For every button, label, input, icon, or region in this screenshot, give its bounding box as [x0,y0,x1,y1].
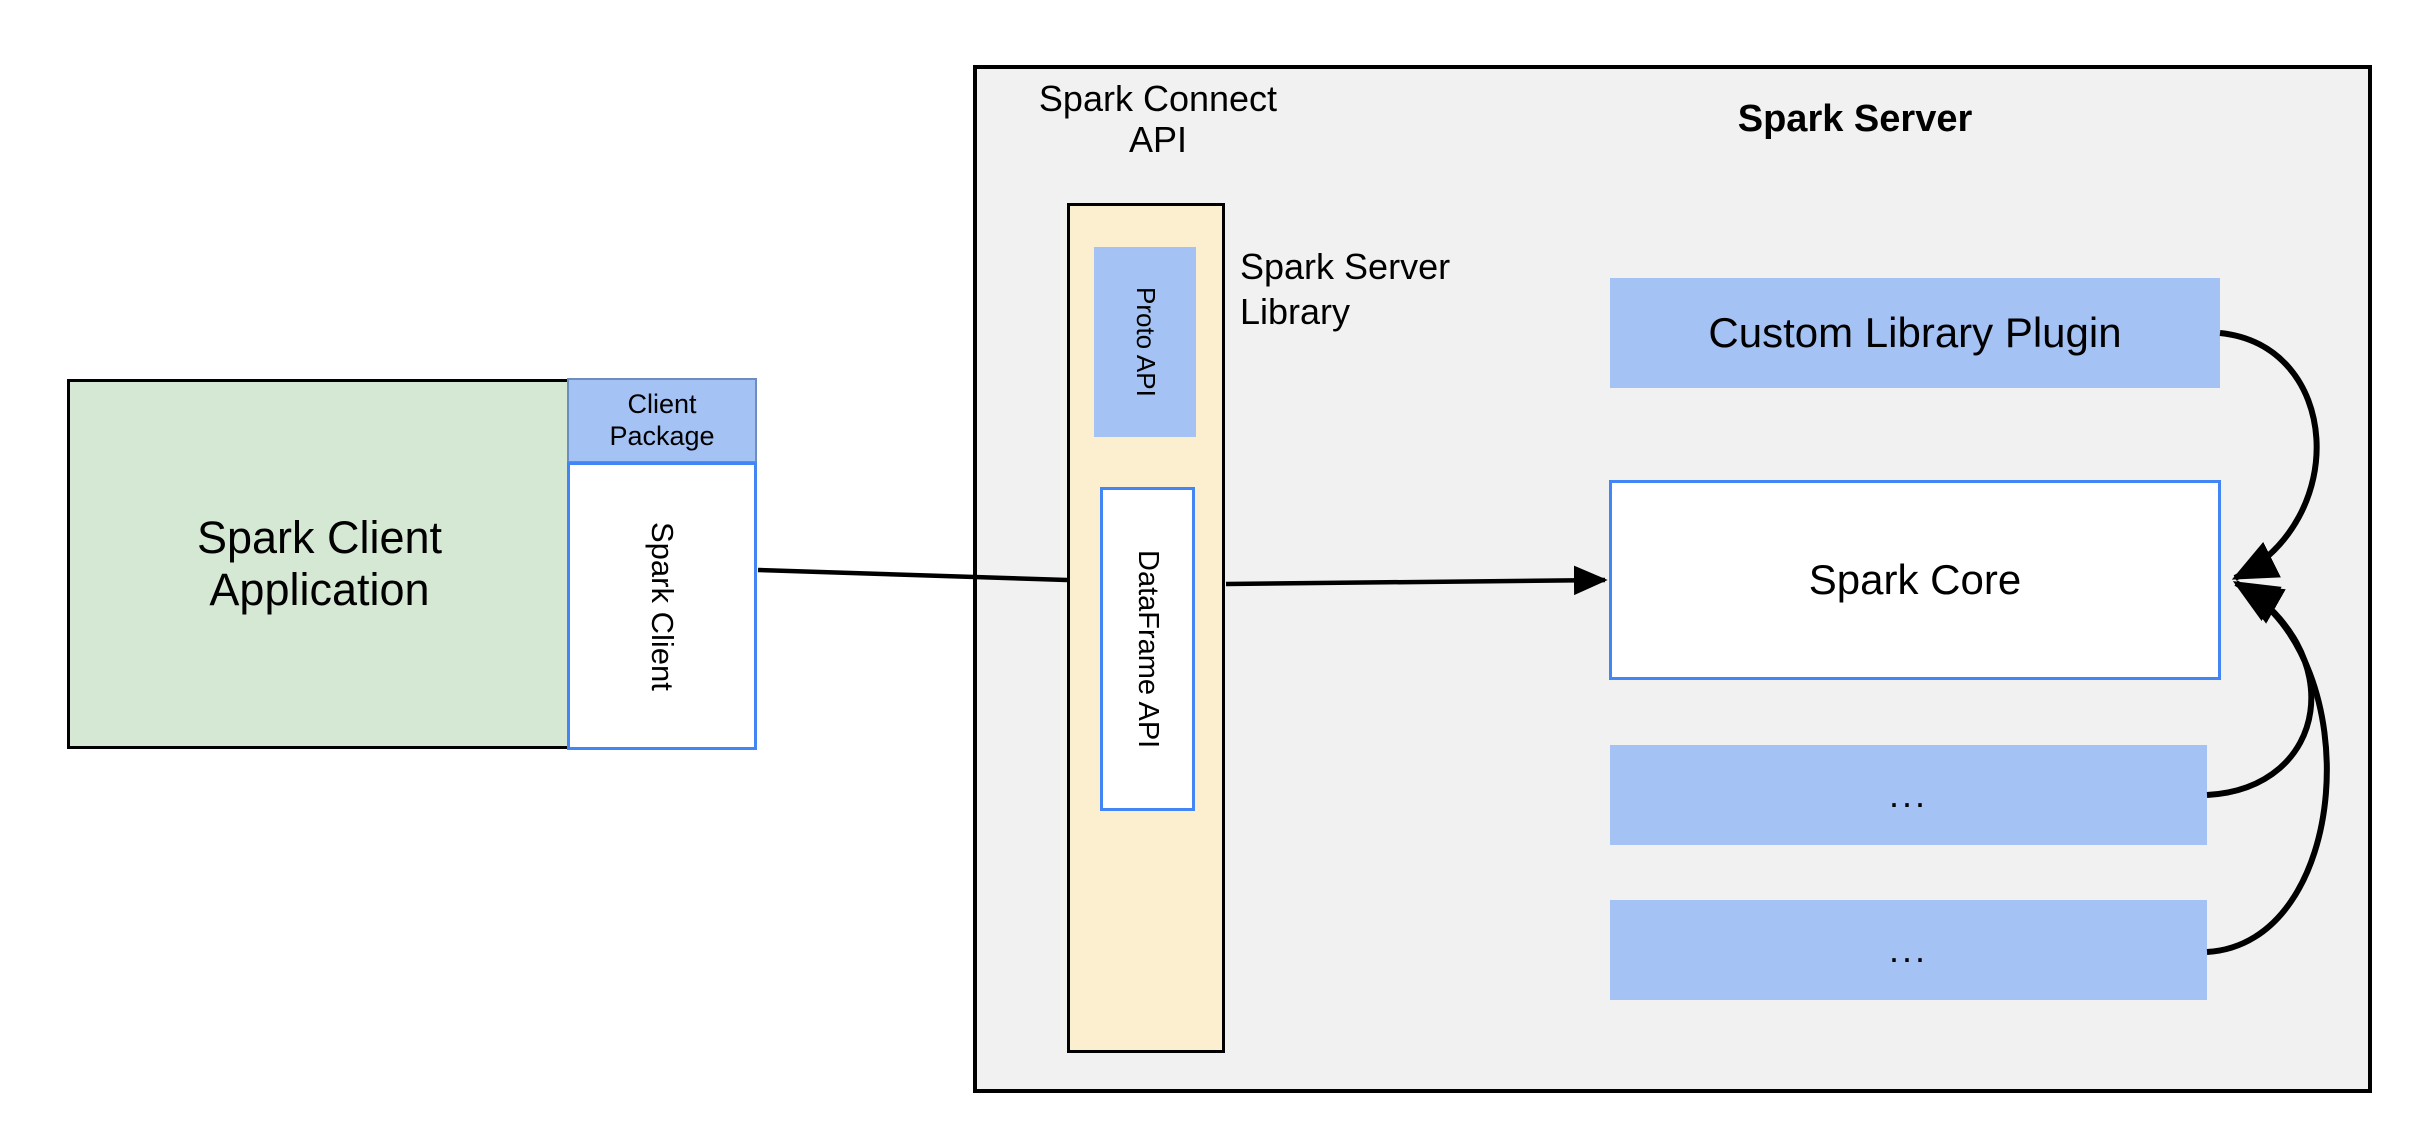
client-package-label: Client Package [609,389,714,451]
client-package-line-2: Package [609,420,715,451]
placeholder-label-2: ... [1888,929,1928,971]
spark-core-label: Spark Core [1808,555,2022,603]
spark-client-application-label: Spark Client Application [197,512,442,616]
server-library-label-text: Spark Server Library [1240,244,1450,334]
client-app-line-2: Application [209,564,430,615]
spark-client-box[interactable]: Spark Client [567,462,757,750]
proto-api-box[interactable]: Proto API [1094,247,1196,437]
client-package-box[interactable]: Client Package [567,378,757,463]
spark-server-library-label: Spark Server Library [1240,244,1530,334]
spark-connect-api-label: Spark Connect API [1008,64,1308,160]
custom-library-plugin-label: Custom Library Plugin [1708,308,2122,356]
spark-client-application-box[interactable]: Spark Client Application [67,379,572,749]
spark-server-title: Spark Server [1690,97,2020,143]
connect-api-line-1: Spark Connect [1038,78,1278,119]
spark-core-box[interactable]: Spark Core [1609,480,2221,680]
spark-client-label: Spark Client [644,521,680,691]
server-library-line-2: Library [1240,291,1351,332]
custom-library-plugin-box[interactable]: Custom Library Plugin [1610,278,2220,388]
proto-api-label: Proto API [1130,287,1161,397]
connect-api-line-2: API [1128,119,1187,161]
spark-server-title-text: Spark Server [1737,98,1973,141]
server-library-line-1: Spark Server [1240,246,1451,287]
placeholder-component-box-1[interactable]: ... [1610,745,2207,845]
client-app-line-1: Spark Client [196,512,443,564]
client-package-line-1: Client [627,389,697,420]
placeholder-component-box-2[interactable]: ... [1610,900,2207,1000]
dataframe-api-box[interactable]: DataFrame API [1100,487,1195,811]
dataframe-api-label: DataFrame API [1132,549,1165,749]
placeholder-label-1: ... [1888,774,1928,816]
connect-api-label-text: Spark Connect API [1039,78,1277,161]
